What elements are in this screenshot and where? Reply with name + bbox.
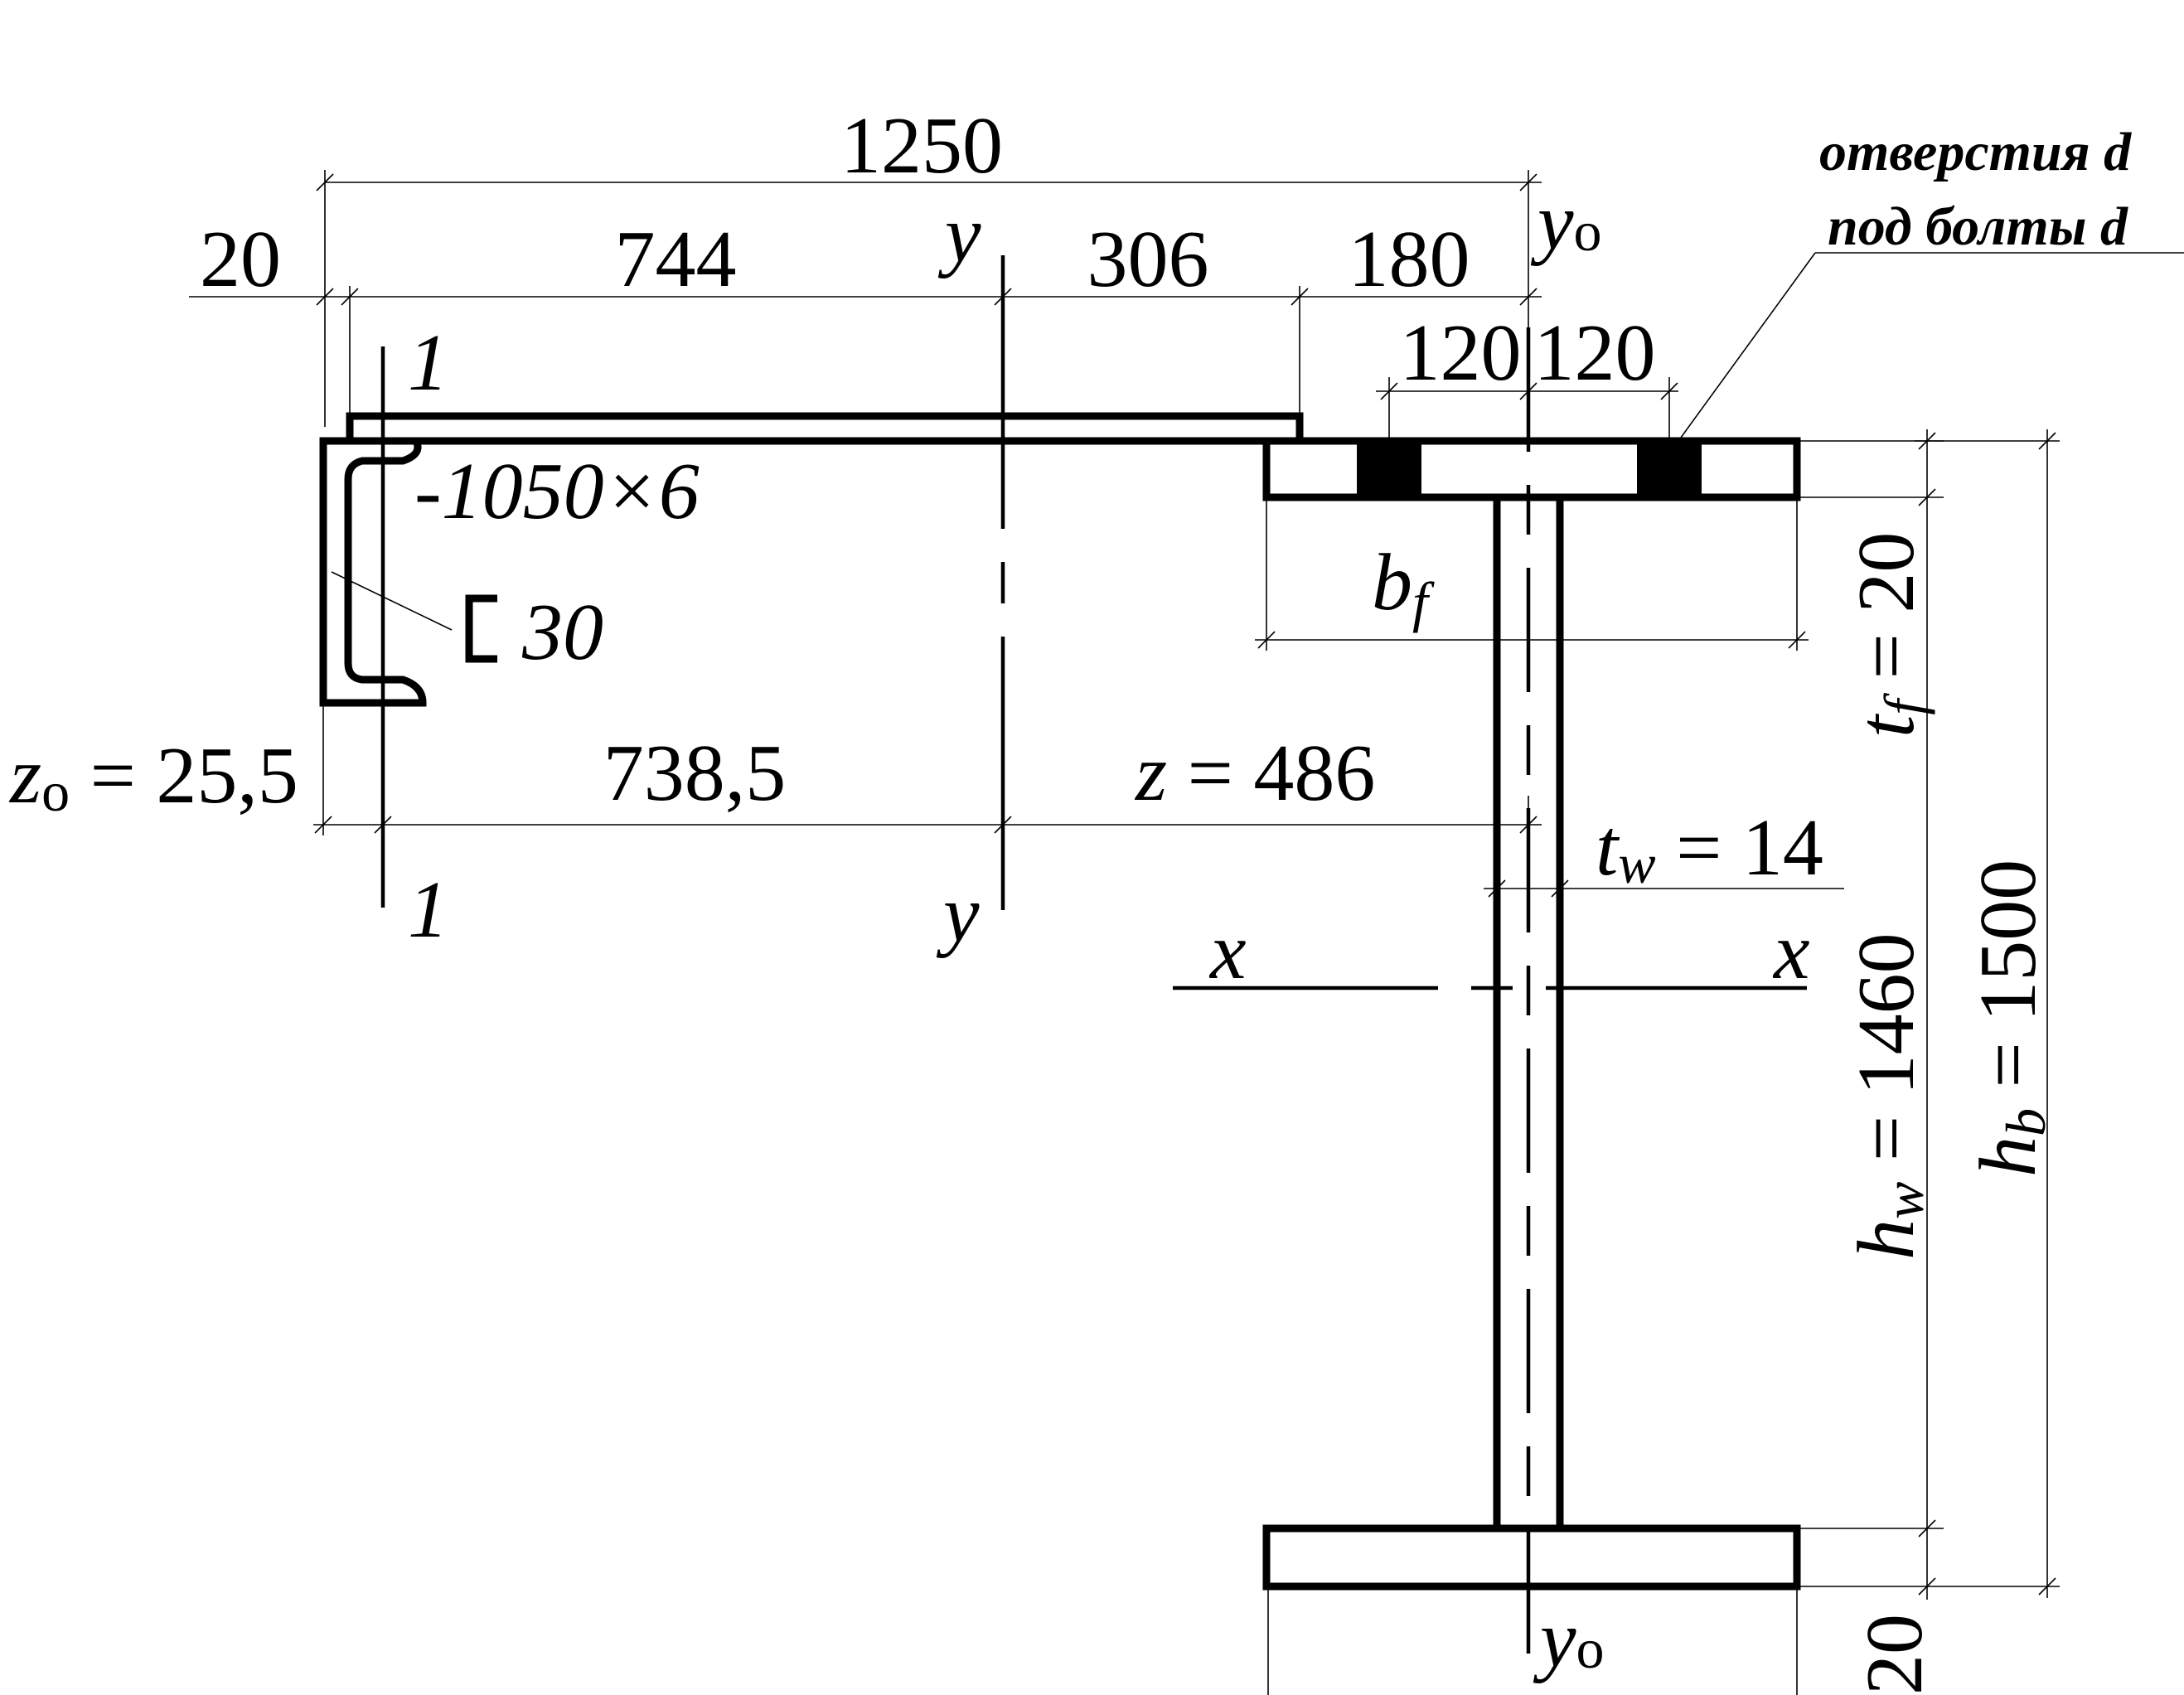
web-thickness-label: tw = 14 [1596,803,1823,895]
bolt-note-line1: отверстия d [1819,122,2132,182]
deck-plate [346,412,1304,445]
dim-bolt-left: 120 [1400,308,1522,398]
dim-bolt-right: 120 [1534,308,1656,398]
flange-width-label: bf [1372,538,1435,633]
channel-symbol [465,594,497,663]
dim-half-flange: 180 [1349,215,1470,304]
dim-channel-to-y: 738,5 [603,729,787,818]
bolt-note-line2: под болты d [1828,196,2128,257]
axis-y0-top-label: yo [1530,177,1602,267]
channel-section [319,437,427,707]
plate-label: -1050×6 [414,447,700,536]
beam-height-label: hb = 1500 [1964,860,2057,1177]
dim-plate-span: 744 [615,215,737,304]
web-height-label: hw = 1460 [1842,932,1935,1260]
dim-z: z = 486 [1134,729,1375,818]
dim-left-edge: 20 [200,215,281,304]
dim-total-width: 1250 [840,101,1003,191]
axis-1-top-label: 1 [408,318,448,408]
axis-y-bottom-label: y [936,869,980,959]
bolt-hole-left [1357,443,1421,496]
dim-z0: zo = 25,5 [8,731,298,823]
axis-1-bottom-label: 1 [408,865,448,955]
bolt-hole-right [1637,443,1702,496]
axis-y-top-label: y [937,190,981,279]
axis-x-left-label: x [1208,907,1247,996]
flange-thickness-label: tf = 20 [1842,532,1935,738]
axis-x-right-label: x [1772,907,1810,996]
axis-y0-bottom-label: yo [1533,1595,1605,1684]
dimension-lines [189,170,2184,1695]
channel-label: 30 [521,588,603,677]
bottom-flange-thickness-label: 20 [1850,1614,1939,1695]
bottom-flange [1262,1524,1801,1591]
dimension-ticks [314,173,2056,1596]
dim-to-flange: 306 [1087,215,1209,304]
top-flange [1262,437,1801,501]
